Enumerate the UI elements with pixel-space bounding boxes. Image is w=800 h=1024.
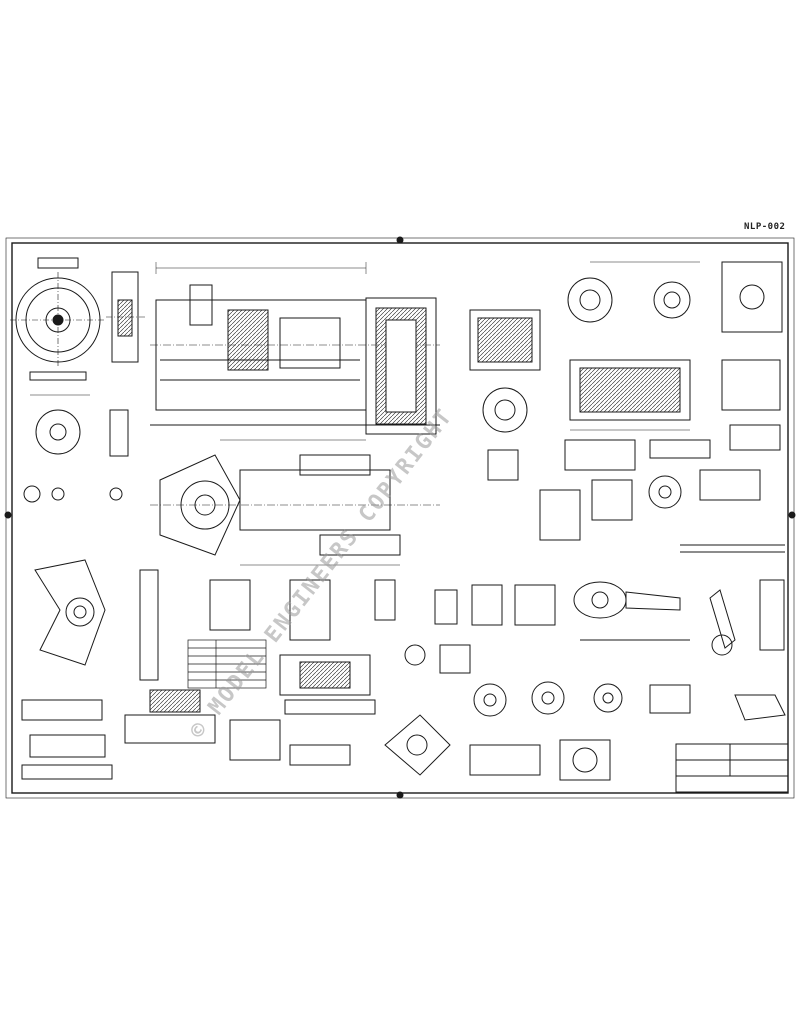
- bearing-plate-view: [23, 409, 129, 503]
- bottom-row-parts: [21, 681, 786, 781]
- title-block: [675, 743, 789, 793]
- small-components: [279, 579, 556, 696]
- lever-quadrant-view: [34, 559, 251, 681]
- frame-assembly-view: [150, 454, 440, 556]
- engine-assembly-elevation: [150, 284, 440, 435]
- bracket-view: [721, 261, 783, 451]
- valve-gear-parts: [487, 439, 785, 553]
- parts-list-table: [187, 639, 267, 689]
- sheet-reference-code: NLP-002: [744, 222, 786, 232]
- eccentric-view: [567, 277, 691, 421]
- flywheel-section-view: [106, 271, 146, 363]
- cylinder-section-view: [469, 309, 541, 433]
- connecting-rod-view: [573, 579, 785, 656]
- flywheel-view: [10, 257, 106, 381]
- sheet-border: [4, 236, 796, 799]
- dimension-lines: [30, 261, 700, 566]
